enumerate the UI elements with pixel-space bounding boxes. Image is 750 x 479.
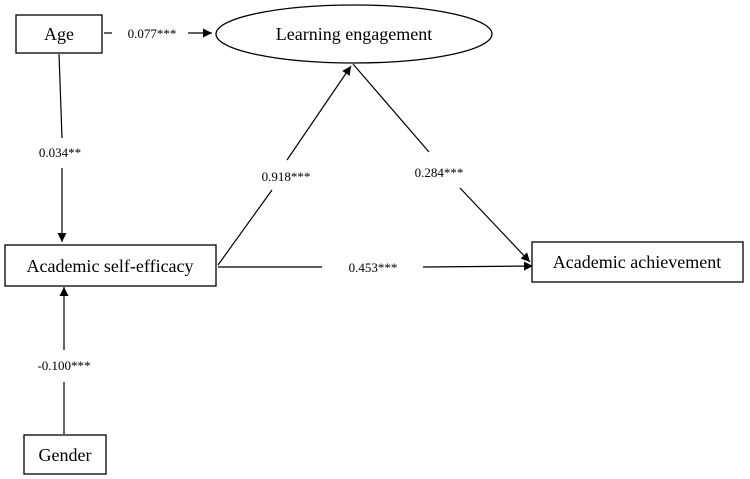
node-gender-box bbox=[23, 434, 107, 475]
node-academic-achievement-label: Academic achievement bbox=[553, 252, 721, 272]
node-academic-self-efficacy-label: Academic self-efficacy bbox=[26, 256, 193, 276]
node-academic-self-efficacy-box bbox=[4, 244, 217, 287]
node-learning-engagement: Learning engagement bbox=[215, 4, 493, 64]
edge-labels: 0.077*** 0.034** 0.918*** 0.284*** 0.453… bbox=[37, 26, 463, 373]
path-coefficient-gender-to-self-efficacy: -0.100*** bbox=[37, 358, 90, 373]
node-learning-engagement-label: Learning engagement bbox=[276, 24, 432, 44]
edge-self-efficacy-to-achievement bbox=[422, 261, 534, 271]
node-learning-engagement-ellipse bbox=[215, 4, 493, 64]
node-age-box bbox=[15, 14, 103, 54]
node-academic-achievement: Academic achievement bbox=[531, 241, 744, 283]
node-academic-self-efficacy: Academic self-efficacy bbox=[4, 244, 217, 287]
node-academic-achievement-box bbox=[531, 241, 744, 283]
edge-self-efficacy-to-engagement-segment-1 bbox=[217, 189, 273, 266]
path-coefficient-age-to-self-efficacy: 0.034** bbox=[39, 145, 81, 160]
path-coefficient-self-efficacy-to-achievement: 0.453*** bbox=[349, 260, 398, 275]
node-age: Age bbox=[15, 14, 103, 54]
edge-engagement-to-achievement bbox=[459, 187, 531, 263]
edge-age-to-self-efficacy-segment-1 bbox=[58, 53, 63, 139]
path-coefficient-self-efficacy-to-engagement: 0.918*** bbox=[262, 169, 311, 184]
path-coefficient-engagement-to-achievement: 0.284*** bbox=[415, 165, 464, 180]
edge-self-efficacy-to-engagement bbox=[286, 65, 352, 161]
node-gender-label: Gender bbox=[39, 445, 92, 465]
path-coefficient-age-to-engagement: 0.077*** bbox=[128, 26, 177, 41]
node-age-label: Age bbox=[44, 24, 74, 44]
node-gender: Gender bbox=[23, 434, 107, 475]
edges bbox=[57, 28, 534, 434]
edge-engagement-to-achievement-segment-1 bbox=[352, 63, 430, 153]
